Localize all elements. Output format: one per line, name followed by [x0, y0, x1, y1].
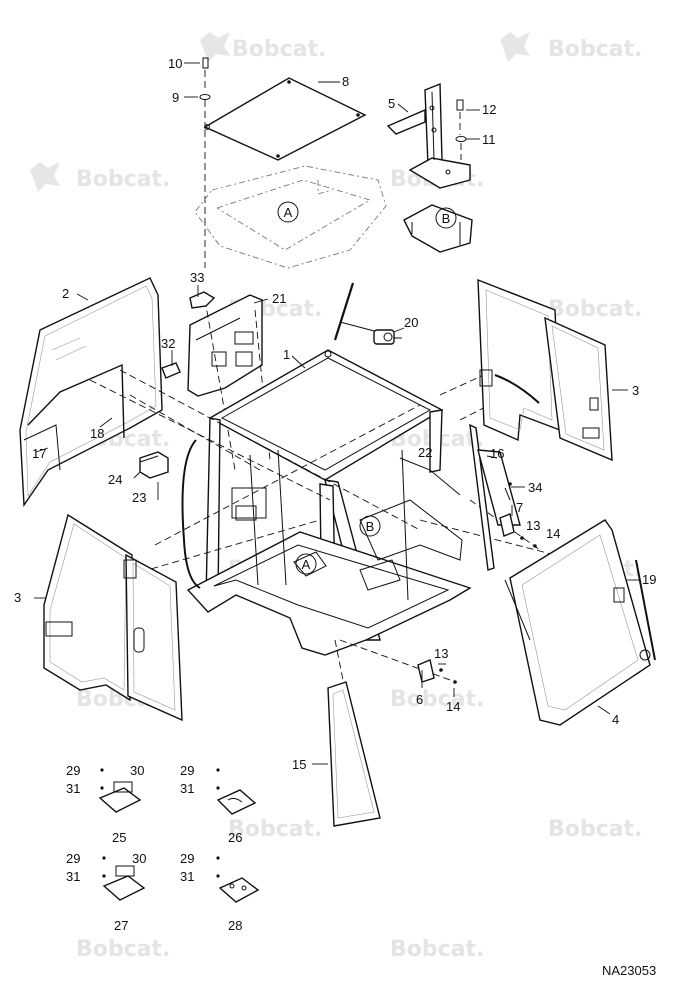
mount-plate-28: [216, 856, 260, 903]
leader-lines: [34, 62, 640, 765]
bobcat-logo-icon: [500, 32, 530, 62]
callout-31: 31: [66, 781, 80, 796]
callout-10: 10: [168, 56, 182, 71]
ref-bubble-a: A: [295, 553, 317, 575]
callout-34: 34: [528, 480, 542, 495]
callout-30: 30: [130, 763, 144, 778]
callout-2: 2: [62, 286, 69, 301]
small-bracket: [189, 291, 216, 309]
windshield-seal: [27, 363, 125, 439]
mirror-bracket: [386, 82, 471, 189]
callout-1: 1: [283, 347, 290, 362]
callout-15: 15: [292, 757, 306, 772]
rear-window-frame: [504, 519, 651, 726]
ref-bubble-b: B: [359, 515, 381, 537]
bobcat-logo-icon: [200, 32, 230, 62]
roof-bolt: [199, 57, 211, 268]
callout-13: 13: [526, 518, 540, 533]
ref-b-label: B: [366, 519, 375, 534]
watermark: Bobcat.: [76, 167, 170, 192]
callout-24: 24: [108, 472, 122, 487]
callout-8: 8: [342, 74, 349, 89]
callout-21: 21: [272, 291, 286, 306]
callout-29: 29: [66, 851, 80, 866]
mount-plate-26: [216, 768, 257, 815]
relay-module: [139, 451, 169, 500]
callout-28: 28: [228, 918, 242, 933]
callout-9: 9: [172, 90, 179, 105]
callout-14: 14: [546, 526, 560, 541]
ref-bubble-b: B: [435, 207, 457, 229]
callout-12: 12: [482, 102, 496, 117]
inner-trim-panel: [187, 294, 271, 471]
callout-31: 31: [66, 869, 80, 884]
callout-14: 14: [446, 699, 460, 714]
bobcat-logo-icon: [30, 162, 60, 192]
callout-27: 27: [114, 918, 128, 933]
left-door: [43, 513, 183, 722]
watermark: Bobcat.: [390, 937, 484, 962]
wiper-motor-assembly: [333, 282, 402, 345]
ref-bubble-a: A: [277, 201, 299, 223]
watermark: Bobcat.: [76, 937, 170, 962]
mount-plate-27: [102, 856, 146, 901]
callout-11: 11: [482, 132, 496, 147]
ref-b-label: B: [442, 211, 451, 226]
callout-20: 20: [404, 315, 418, 330]
watermark: Bobcat.: [232, 37, 326, 62]
cab-frame: [181, 349, 472, 656]
callout-7: 7: [516, 500, 523, 515]
callout-18: 18: [90, 426, 104, 441]
ref-a-label: A: [284, 205, 293, 220]
side-window: [469, 423, 521, 571]
callout-16: 16: [490, 446, 504, 461]
striker-bracket: [499, 482, 537, 548]
latch-bracket: [417, 659, 457, 684]
rear-wiper: [635, 559, 656, 661]
callout-29: 29: [180, 763, 194, 778]
callout-5: 5: [388, 96, 395, 111]
callout-4: 4: [612, 712, 619, 727]
right-door: [477, 278, 613, 462]
bracket-bolt: [455, 99, 467, 160]
callout-3: 3: [632, 383, 639, 398]
callout-22: 22: [418, 445, 432, 460]
windshield-lower-seal: [23, 424, 61, 471]
callout-29: 29: [66, 763, 80, 778]
callout-3: 3: [14, 590, 21, 605]
callout-30: 30: [132, 851, 146, 866]
callout-23: 23: [132, 490, 146, 505]
callout-29: 29: [180, 851, 194, 866]
callout-17: 17: [32, 446, 46, 461]
callout-25: 25: [112, 830, 126, 845]
cover-plate: [161, 362, 181, 379]
watermark: Bobcat.: [390, 687, 484, 712]
callout-6: 6: [416, 692, 423, 707]
ref-a-label: A: [302, 557, 311, 572]
callout-19: 19: [642, 572, 656, 587]
roof-phantom-outline: [194, 165, 387, 269]
bracket-mount-b: [403, 204, 473, 253]
mount-plate-25: [98, 768, 142, 813]
watermark: Bobcat.: [548, 817, 642, 842]
front-windshield: [19, 277, 163, 508]
callout-31: 31: [180, 869, 194, 884]
callout-13: 13: [434, 646, 448, 661]
callout-labels: 10 9 8 5 12 11 2 33 21 32 1 20 3 18 17 2…: [14, 56, 656, 933]
drawing-code: NA23053: [602, 963, 656, 978]
watermark: Bobcat.: [228, 817, 322, 842]
watermark: Bobcat.: [548, 297, 642, 322]
callout-31: 31: [180, 781, 194, 796]
lower-glass-strip: [327, 681, 381, 827]
callout-26: 26: [228, 830, 242, 845]
callout-33: 33: [190, 270, 204, 285]
roof-panel: [203, 77, 367, 161]
watermark: Bobcat.: [548, 37, 642, 62]
callout-32: 32: [161, 336, 175, 351]
